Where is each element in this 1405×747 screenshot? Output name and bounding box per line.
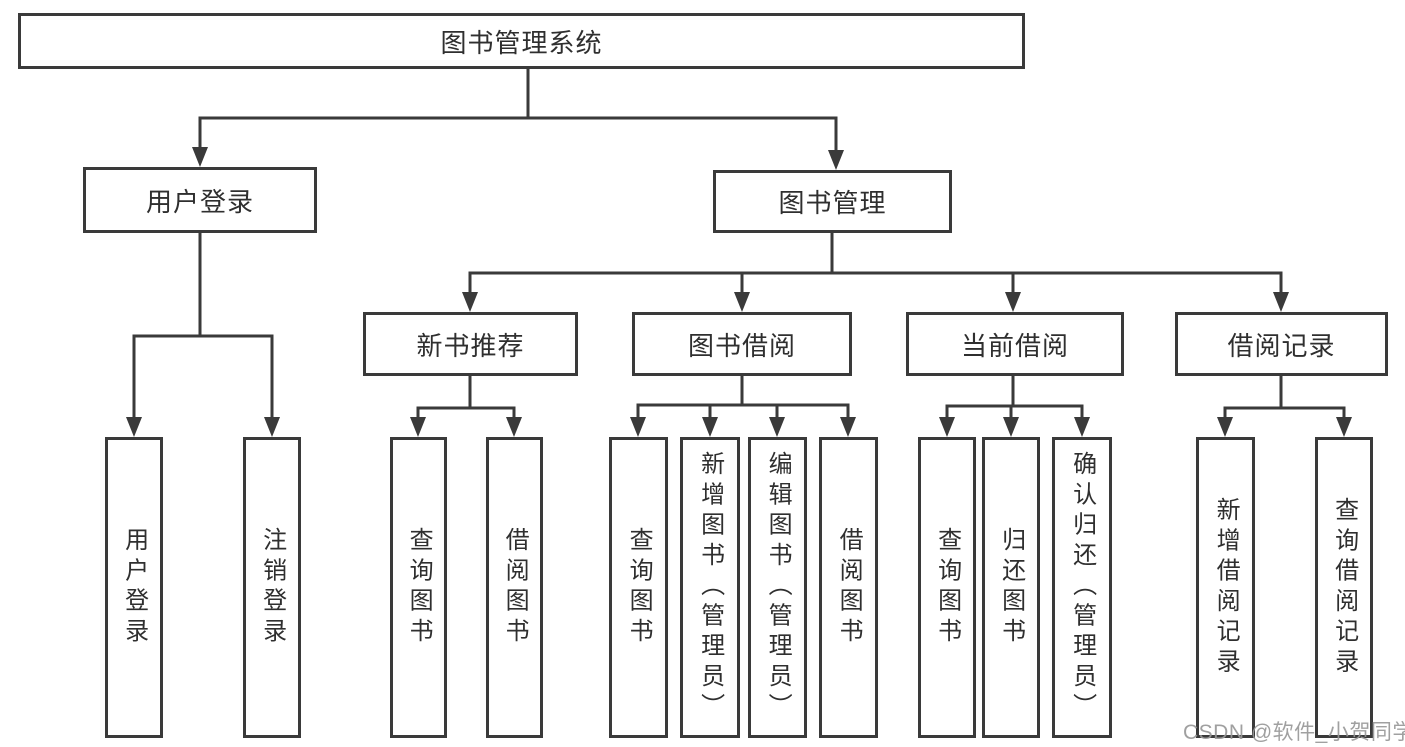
connector-borrowing-records-split [1217, 374, 1352, 437]
node-query-books-borrowing: 查询图书 [609, 437, 668, 738]
node-book-management: 图书管理 [713, 170, 952, 233]
arrowhead-down-icon [630, 417, 646, 437]
node-borrow-books: 借阅图书 [819, 437, 878, 738]
node-library-system: 图书管理系统 [18, 13, 1025, 69]
node-label: 借阅图书 [501, 527, 529, 648]
connector-current-borrowing-split [939, 374, 1090, 437]
connector-new-book-recommend-split [410, 374, 522, 437]
node-label: 图书管理系统 [440, 27, 603, 58]
node-label: 用户登录 [120, 527, 148, 648]
arrowhead-down-icon [1005, 292, 1021, 312]
node-label: 新增图书（管理员） [696, 451, 724, 724]
node-label: 查询图书 [933, 527, 961, 648]
node-query-books-current: 查询图书 [918, 437, 976, 738]
node-user-login: 用户登录 [105, 437, 163, 738]
node-label: 图书借阅 [687, 330, 796, 361]
node-query-books-recommend: 查询图书 [390, 437, 447, 738]
arrowhead-down-icon [828, 150, 844, 170]
node-confirm-return-admin: 确认归还（管理员） [1052, 437, 1112, 738]
node-add-books-admin: 新增图书（管理员） [680, 437, 740, 738]
node-label: 归还图书 [997, 527, 1025, 648]
arrowhead-down-icon [840, 417, 856, 437]
arrowhead-down-icon [462, 292, 478, 312]
node-label: 查询图书 [625, 527, 653, 648]
node-label: 新增借阅记录 [1212, 496, 1240, 679]
node-label: 借阅图书 [835, 527, 863, 648]
csdn-watermark: CSDN @软件_小贺同学 [1183, 721, 1405, 744]
node-label: 查询图书 [405, 527, 433, 648]
arrowhead-down-icon [1003, 417, 1019, 437]
node-query-borrow-record: 查询借阅记录 [1315, 437, 1373, 738]
node-edit-books-admin: 编辑图书（管理员） [748, 437, 807, 738]
node-label: 图书管理 [778, 188, 887, 218]
arrowhead-down-icon [506, 417, 522, 437]
node-current-borrowing: 当前借阅 [906, 312, 1124, 376]
node-borrow-books-recommend: 借阅图书 [486, 437, 543, 738]
arrowhead-down-icon [264, 417, 280, 437]
arrowhead-down-icon [1273, 292, 1289, 312]
node-borrowing-records: 借阅记录 [1175, 312, 1388, 376]
node-label: 确认归还（管理员） [1068, 451, 1096, 724]
node-book-borrowing: 图书借阅 [632, 312, 852, 376]
arrowhead-down-icon [1217, 417, 1233, 437]
node-new-book-recommend: 新书推荐 [363, 312, 578, 376]
arrowhead-down-icon [1074, 417, 1090, 437]
arrowhead-down-icon [410, 417, 426, 437]
node-label: 注销登录 [258, 527, 286, 648]
node-label: 编辑图书（管理员） [764, 451, 792, 724]
connector-user-login-split [126, 231, 280, 437]
arrowhead-down-icon [939, 417, 955, 437]
connector-book-management-split [462, 231, 1289, 312]
arrowhead-down-icon [734, 292, 750, 312]
arrowhead-down-icon [126, 417, 142, 437]
node-add-borrow-record: 新增借阅记录 [1196, 437, 1255, 738]
node-label: 借阅记录 [1227, 330, 1336, 361]
node-logout: 注销登录 [243, 437, 301, 738]
arrowhead-down-icon [192, 147, 208, 167]
node-label: 新书推荐 [416, 330, 525, 361]
node-return-books: 归还图书 [982, 437, 1040, 738]
arrowhead-down-icon [1336, 417, 1352, 437]
node-label: 用户登录 [145, 186, 254, 217]
node-label: 查询借阅记录 [1330, 496, 1358, 679]
connector-book-borrowing-split [630, 374, 856, 437]
node-user-login-group: 用户登录 [83, 167, 317, 233]
node-label: 当前借阅 [960, 330, 1069, 361]
arrowhead-down-icon [769, 417, 785, 437]
arrowhead-down-icon [702, 417, 718, 437]
connector-root-split [192, 67, 844, 170]
